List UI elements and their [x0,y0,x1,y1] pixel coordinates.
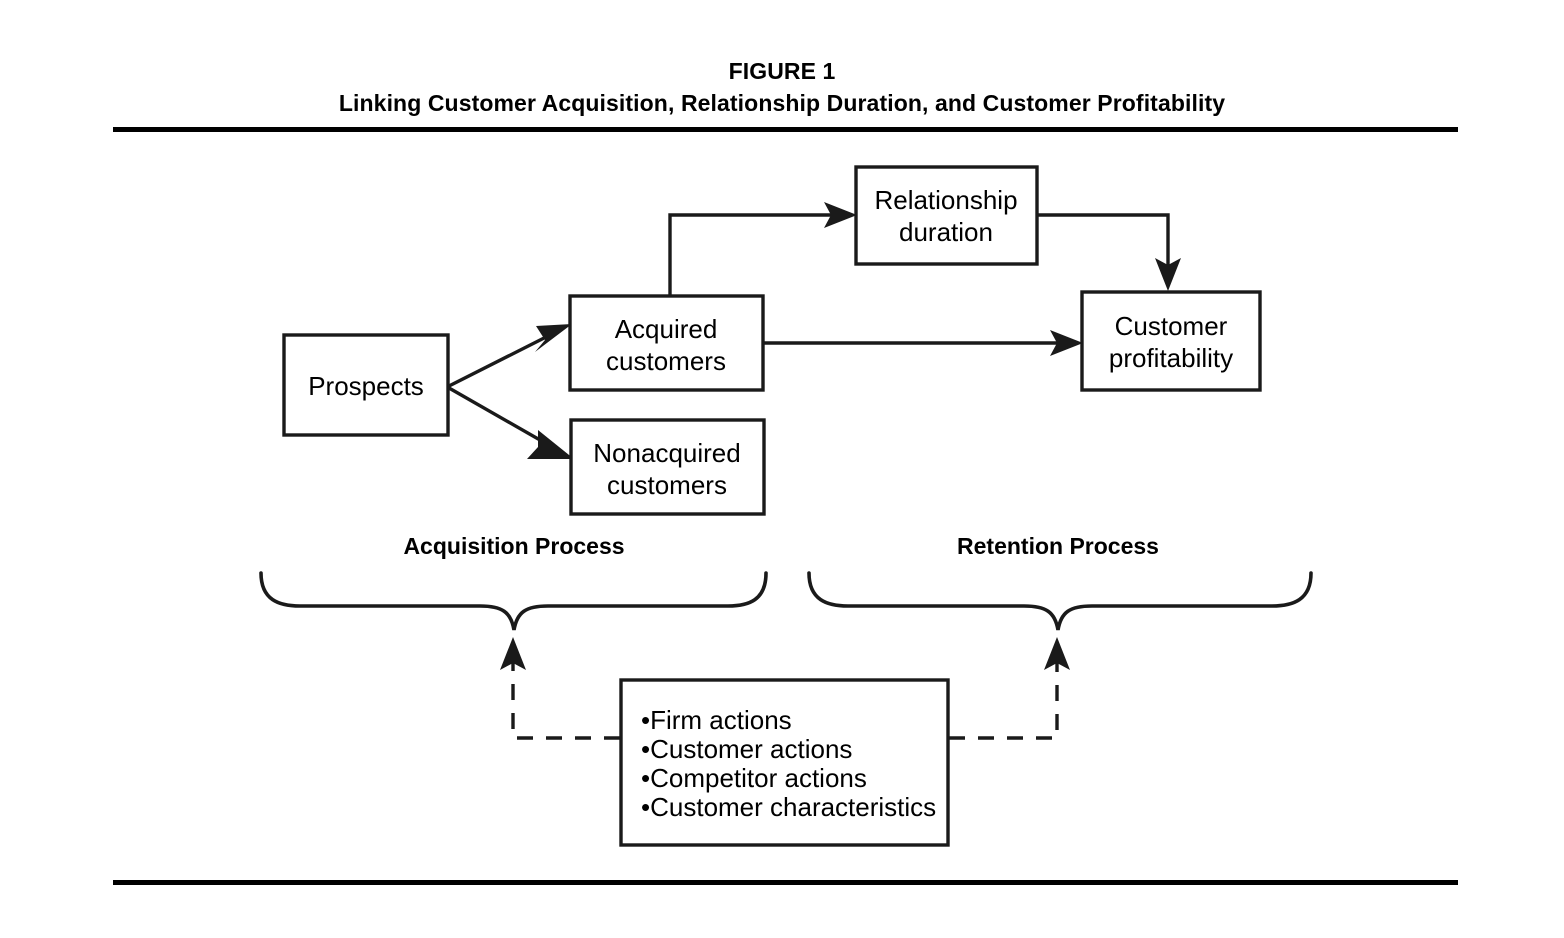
driver-item-competitor-actions: •Competitor actions [641,763,867,793]
customer-profitability-box[interactable] [1080,290,1262,392]
prospects-box[interactable] [282,333,450,437]
relationship-duration-label-line2: duration [899,217,993,247]
node-relationship-duration[interactable]: Relationship duration [854,165,1039,266]
driver-item-customer-actions: •Customer actions [641,734,852,764]
node-nonacquired-customers[interactable]: Nonacquired customers [569,418,766,516]
relationship-duration-label-line1: Relationship [874,185,1017,215]
drivers-box-rect[interactable] [619,678,950,847]
acquisition-process-label: Acquisition Process [403,533,624,559]
nonacquired-customers-label-line2: customers [607,470,727,500]
figure-number: FIGURE 1 [728,58,836,84]
node-prospects[interactable]: Prospects [282,333,450,437]
figure-title: Linking Customer Acquisition, Relationsh… [338,90,1226,116]
customer-profitability-label-line2: profitability [1109,343,1233,373]
driver-item-firm-actions: •Firm actions [641,705,792,735]
edge-prospects-to-nonacquired [448,386,574,459]
edge-drivers-to-retention-brace [949,637,1070,740]
acquired-customers-label-line2: customers [606,346,726,376]
prospects-label: Prospects [308,371,424,401]
edge-acquired-to-relationship-duration [668,202,857,296]
edge-acquired-to-customer-profitability [763,330,1083,356]
acquired-customers-box[interactable] [568,294,765,392]
retention-process-brace [807,571,1313,631]
nonacquired-customers-box[interactable] [569,418,766,516]
edge-prospects-to-acquired [448,324,572,388]
node-acquired-customers[interactable]: Acquired customers [568,294,765,392]
edge-relationship-duration-to-customer-profitability [1037,213,1181,291]
node-customer-profitability[interactable]: Customer profitability [1080,290,1262,392]
customer-profitability-label-line1: Customer [1115,311,1228,341]
retention-process-label: Retention Process [957,533,1159,559]
edge-drivers-to-acquisition-brace [500,637,620,740]
driver-item-customer-characteristics: •Customer characteristics [641,792,936,822]
acquired-customers-label-line1: Acquired [615,314,718,344]
acquisition-process-brace [259,571,768,631]
relationship-duration-box[interactable] [854,165,1039,266]
drivers-box[interactable]: •Firm actions •Customer actions •Competi… [619,678,950,847]
nonacquired-customers-label-line1: Nonacquired [593,438,740,468]
